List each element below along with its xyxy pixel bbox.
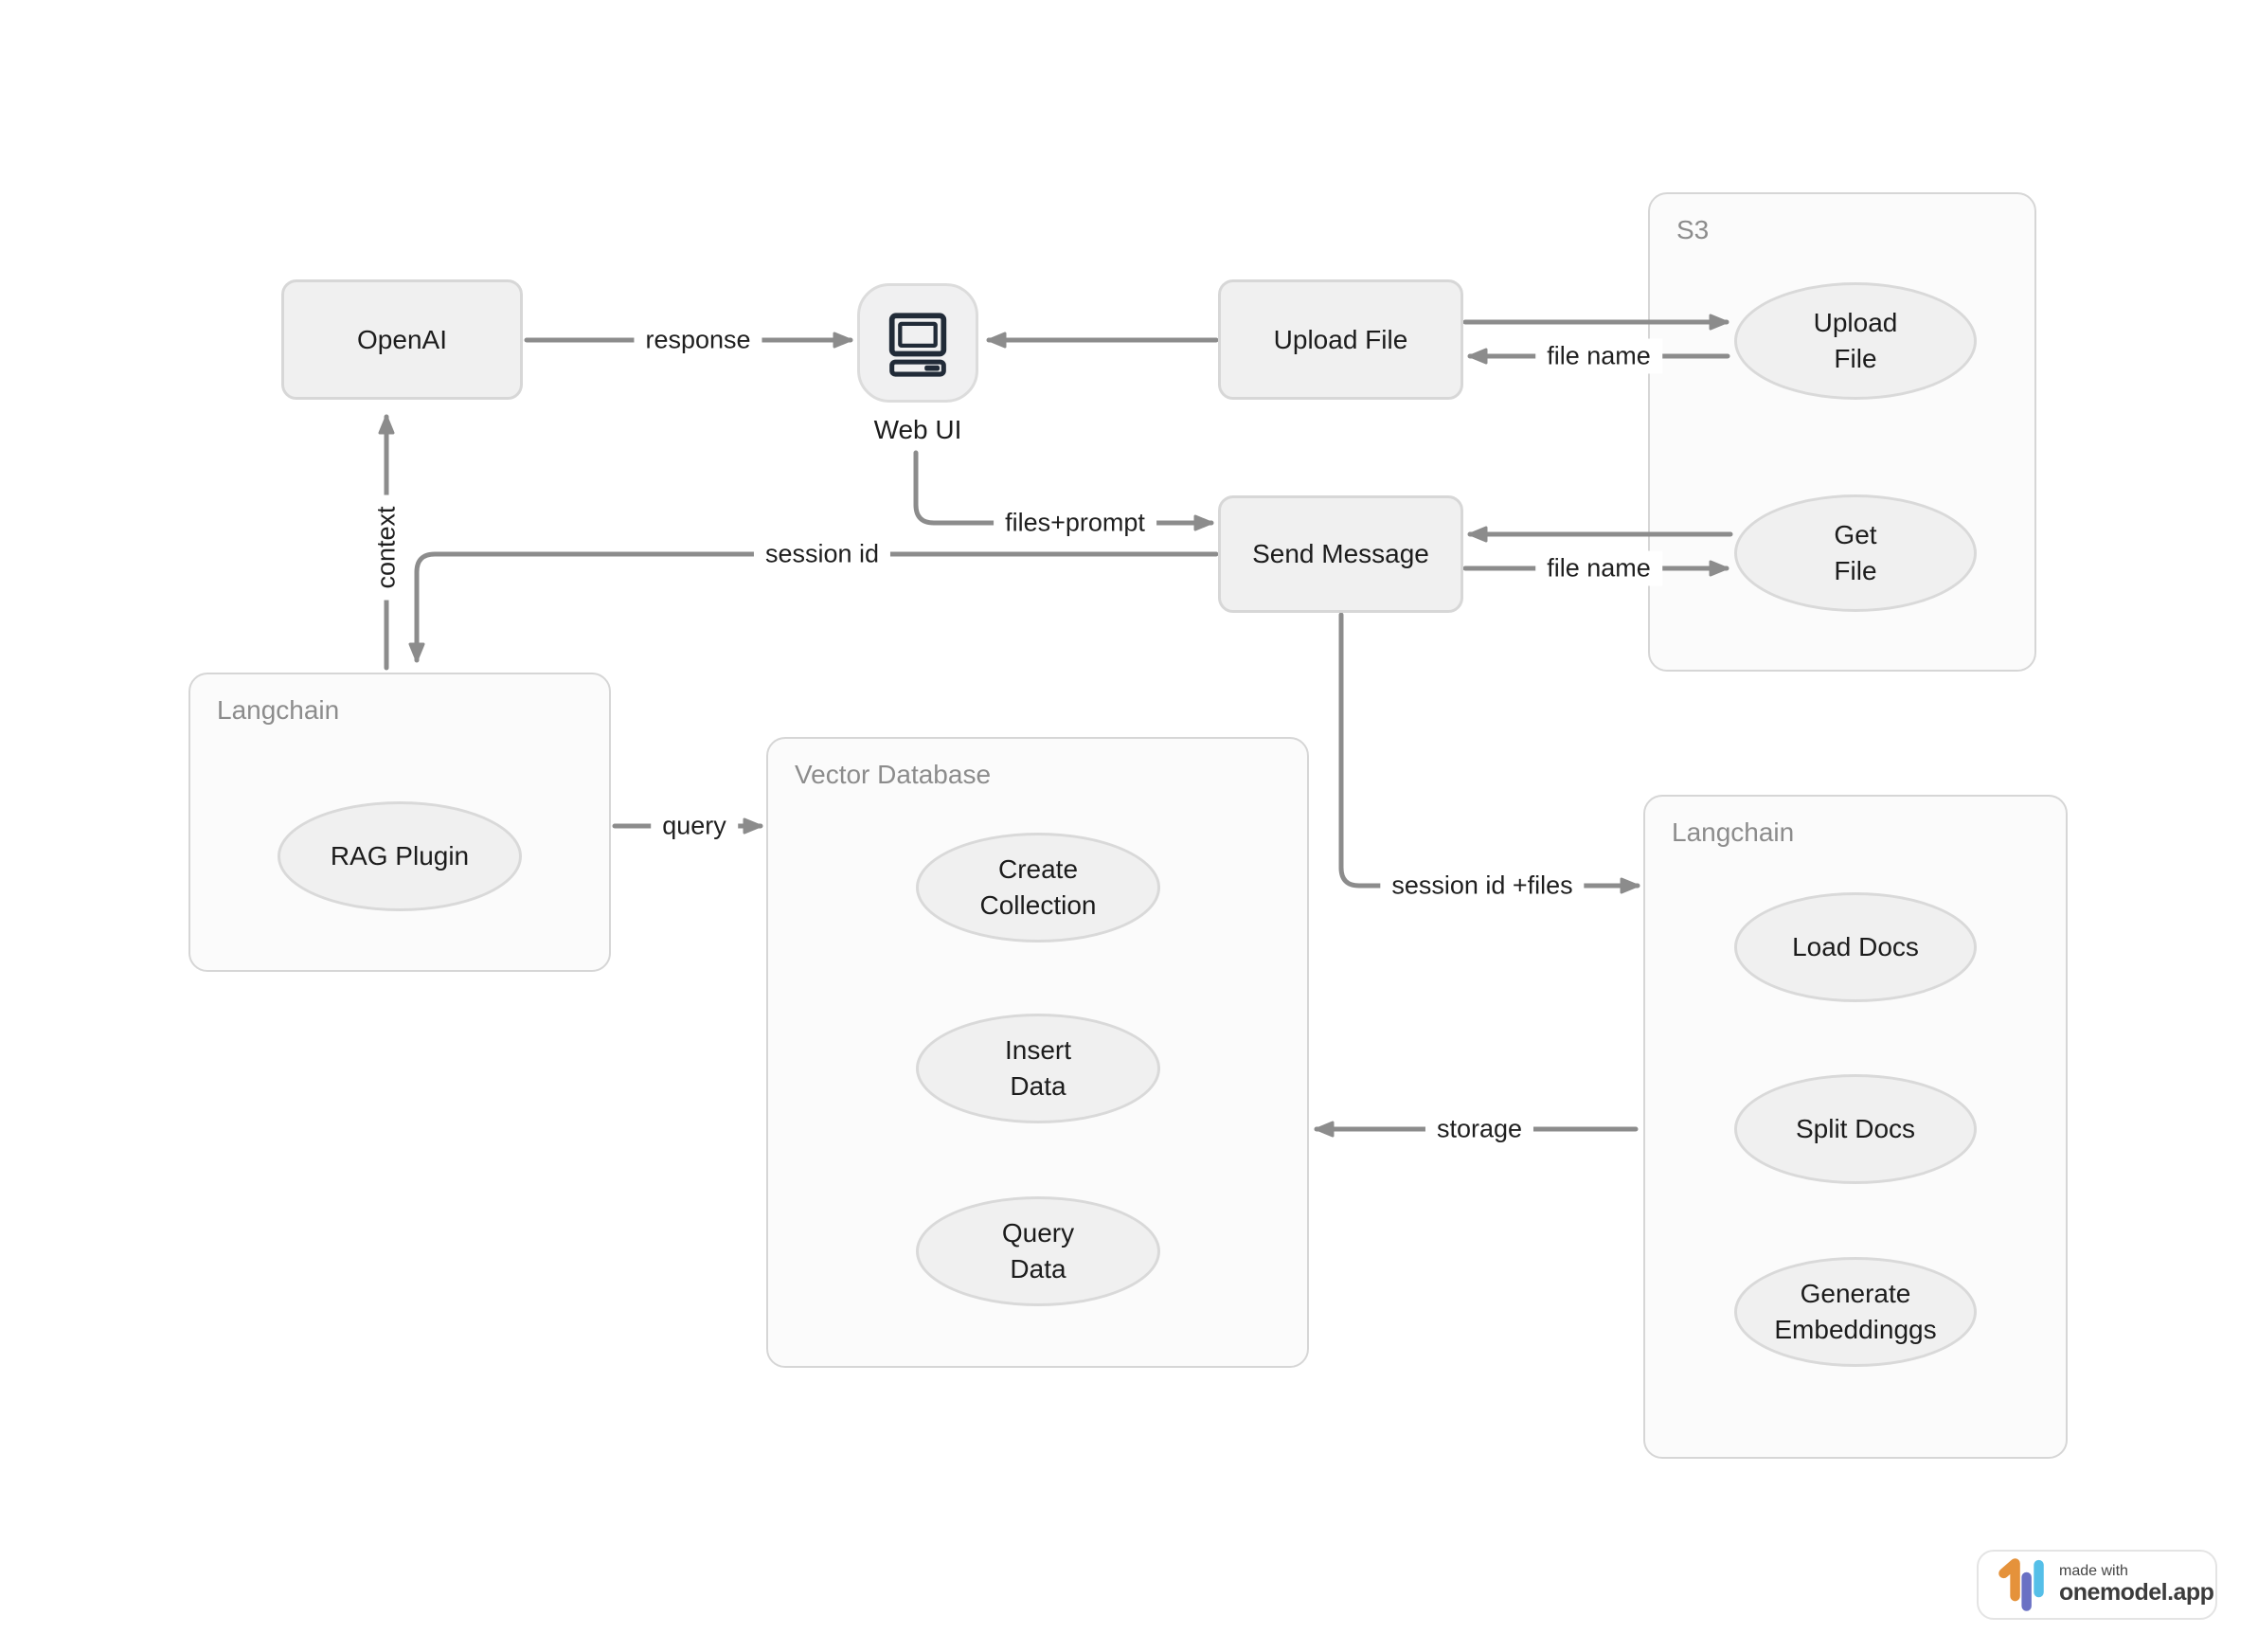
node-split-docs-label: Split Docs — [1795, 1114, 1916, 1144]
edge-files-prompt — [913, 450, 1214, 531]
node-load-docs[interactable]: Load Docs — [1734, 892, 1977, 1002]
node-send-message[interactable]: Send Message — [1218, 495, 1463, 613]
container-langchain-left-label: Langchain — [217, 695, 340, 725]
edge-label-response: response — [634, 322, 762, 358]
edge-label-file-name-upload: file name — [1535, 338, 1662, 374]
container-vector-database-label: Vector Database — [795, 760, 992, 789]
container-s3-label: S3 — [1676, 215, 1710, 244]
edge-label-file-name-get: file name — [1535, 550, 1662, 586]
node-upload-file-label: Upload File — [1273, 324, 1408, 354]
node-generate-embeddings[interactable]: Generate Embeddinggs — [1734, 1257, 1977, 1367]
node-rag-plugin-label: RAG Plugin — [330, 841, 470, 871]
node-web-ui[interactable] — [857, 283, 978, 403]
edge-session-id-files — [1338, 612, 1640, 894]
node-openai-label: OpenAI — [357, 324, 447, 354]
node-s3-upload-file-label: Upload File — [1813, 308, 1898, 373]
edge-label-files-prompt: files+prompt — [994, 505, 1156, 541]
node-s3-get-file-label: Get File — [1834, 520, 1877, 585]
node-s3-get-file[interactable]: Get File — [1734, 494, 1977, 612]
node-insert-data[interactable]: Insert Data — [916, 1014, 1160, 1123]
node-upload-file[interactable]: Upload File — [1218, 279, 1463, 400]
node-web-ui-label: Web UI — [873, 415, 962, 444]
edge-label-session-id: session id — [753, 536, 891, 572]
computer-monitor-icon — [888, 313, 947, 377]
onemodel-logo-icon — [1998, 1558, 2044, 1611]
node-generate-embeddings-label: Generate Embeddinggs — [1774, 1279, 1937, 1344]
edge-label-query: query — [651, 808, 738, 844]
node-s3-upload-file[interactable]: Upload File — [1734, 282, 1977, 400]
node-send-message-label: Send Message — [1252, 539, 1429, 568]
node-create-collection-label: Create Collection — [979, 854, 1097, 920]
node-openai[interactable]: OpenAI — [281, 279, 523, 400]
node-query-data[interactable]: Query Data — [916, 1196, 1160, 1306]
node-query-data-label: Query Data — [1001, 1218, 1075, 1284]
node-rag-plugin[interactable]: RAG Plugin — [278, 801, 522, 911]
badge-brand-text: onemodel.app — [2059, 1579, 2214, 1607]
node-split-docs[interactable]: Split Docs — [1734, 1074, 1977, 1184]
edge-label-storage: storage — [1425, 1111, 1534, 1147]
node-load-docs-label: Load Docs — [1792, 932, 1919, 962]
onemodel-badge[interactable]: made with onemodel.app — [1977, 1550, 2217, 1620]
node-insert-data-label: Insert Data — [1004, 1035, 1072, 1101]
edge-session-id — [408, 551, 1219, 663]
edge-label-session-id-files: session id +files — [1380, 868, 1585, 904]
container-langchain-right-label: Langchain — [1672, 817, 1795, 847]
edge-label-context: context — [368, 494, 404, 601]
badge-made-with-text: made with — [2059, 1563, 2128, 1580]
node-create-collection[interactable]: Create Collection — [916, 833, 1160, 943]
